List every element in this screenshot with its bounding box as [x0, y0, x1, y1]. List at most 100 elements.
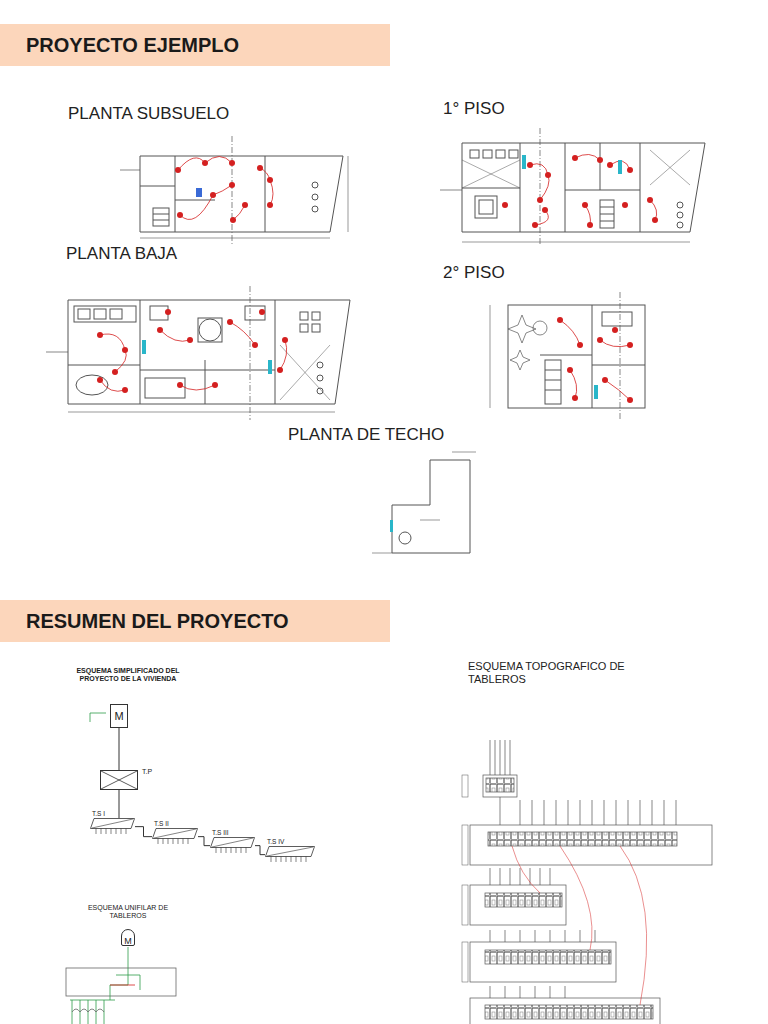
floor-plan-ground-part-part: [252, 342, 258, 348]
floor-plan-basement-part: [153, 208, 169, 226]
circuit-leg: [231, 848, 232, 854]
floor-plan-ground-part: [280, 345, 330, 400]
floor-plan-ground-part: [317, 388, 323, 394]
scheme-title: ESQUEMA UNIFILAR DE TABLEROS: [85, 904, 171, 920]
floor-plan-first-part: [462, 188, 520, 189]
circuit-leg: [126, 829, 127, 835]
floor-plan-ground-part: [198, 318, 222, 342]
floor-plan-basement-part: [312, 194, 318, 200]
floor-plan-first-part: [502, 155, 658, 228]
board-layout-part: [486, 778, 514, 792]
floor-plan-first-part: [530, 154, 657, 225]
floor-plan-first-part: [462, 160, 520, 188]
floor-plan-ground-part: [68, 365, 140, 366]
floor-plan-first-part-part: [537, 197, 543, 203]
board-layout-part: [470, 825, 712, 865]
floor-plan-basement-part: [312, 206, 318, 212]
circuit-leg: [236, 848, 237, 854]
floor-plan-ground-part-part: [122, 347, 128, 353]
board-layout-part: [512, 846, 647, 1005]
floor-plan-basement-part-part: [229, 182, 235, 188]
board-layout-part: [483, 775, 517, 797]
roof-plan-part: [420, 520, 440, 521]
plan-title: 1° PISO: [443, 99, 505, 119]
circuit-leg: [286, 857, 287, 863]
floor-plan-first-part: [600, 221, 614, 222]
floor-plan-first-part: [462, 160, 520, 188]
sub-board-diagonal: [212, 838, 253, 847]
roof-plan: [372, 452, 476, 553]
sub-board-shape: [90, 818, 135, 835]
sub-board-outline: [211, 838, 255, 848]
circuit-leg: [158, 839, 159, 845]
floor-plan-ground-part-part: [165, 309, 171, 315]
board-layout-part: [485, 1005, 653, 1019]
floor-plan-second-part: [545, 380, 561, 381]
circuit-leg: [301, 857, 302, 863]
circuit-leg: [111, 829, 112, 835]
floor-plan-second-part: [510, 350, 530, 370]
floor-plan-second-part-part: [597, 337, 603, 343]
floor-plan-basement-part-part: [230, 217, 236, 223]
floor-plan-first: [440, 128, 705, 246]
connector-line: [135, 827, 152, 837]
board-label: T.S II: [152, 820, 198, 827]
board-label: T.S III: [210, 829, 255, 836]
board-layout-part: [470, 885, 566, 925]
floor-plan-basement-part: [140, 238, 330, 239]
floor-plan-basement-part: [175, 160, 273, 223]
floor-plan-first-part: [462, 143, 705, 232]
floor-plan-first-part: [650, 150, 690, 185]
board-layout-part: [462, 825, 468, 865]
single-line-sketch-part: [72, 1009, 104, 1012]
circuit-leg: [188, 839, 189, 845]
floor-plan-ground-part: [110, 309, 122, 319]
floor-plan-ground-part-part: [97, 377, 103, 383]
floor-plan-ground-part: [312, 324, 320, 332]
floor-plan-ground-part: [245, 306, 265, 320]
sub-board: T.S III: [210, 829, 255, 854]
floor-plan-first-part-part: [597, 157, 603, 163]
plan-title: PLANTA DE TECHO: [288, 425, 444, 445]
floor-plan-first-part-part: [622, 202, 628, 208]
floor-plan-ground-part-part: [122, 387, 128, 393]
floor-plan-first-part: [677, 212, 683, 218]
floor-plan-first-part: [440, 190, 462, 191]
single-line-sketch-part: [110, 985, 135, 986]
board-layout-part: [500, 797, 676, 825]
circuit-leg: [183, 839, 184, 845]
floor-plan-basement-part-part: [242, 202, 248, 208]
floor-plan-basement-part: [265, 156, 266, 232]
floor-plan-basement-part-part: [177, 212, 183, 218]
circuit-leg: [168, 839, 169, 845]
floor-plan-basement-part: [140, 186, 175, 187]
board-layout-part: [490, 868, 550, 885]
meter-feed: [90, 713, 106, 722]
sub-board-diagonal: [154, 829, 196, 838]
floor-plan-first-part: [600, 214, 614, 215]
floor-plan-basement-part-part: [210, 192, 216, 198]
circuit-leg: [276, 857, 277, 863]
floor-plan-first-part: [462, 242, 690, 243]
floor-plan-ground-part-part: [177, 382, 183, 388]
board-layout-part: [462, 885, 468, 925]
floor-plan-ground-part: [74, 306, 136, 322]
floor-plan-ground-part: [300, 312, 308, 320]
single-line-sketch-part: [110, 968, 140, 1000]
floor-plan-second-part: [557, 317, 633, 403]
floor-plan-basement-part: [348, 156, 349, 232]
board-cross-line: [101, 771, 137, 789]
circuit-leg: [221, 848, 222, 854]
floor-plan-basement-part: [153, 214, 169, 215]
floor-plan-basement-part-part: [267, 177, 273, 183]
connector-line: [198, 837, 210, 846]
plan-title: PLANTA BAJA: [66, 244, 177, 264]
floor-plan-first-part-part: [542, 207, 548, 213]
floor-plan-ground-part: [68, 300, 350, 404]
single-line-sketch-part: [128, 947, 129, 968]
floor-plan-ground-part: [300, 324, 308, 332]
floor-plan-ground-part: [145, 378, 185, 398]
board-layout-part: [462, 775, 468, 797]
circuit-leg: [121, 829, 122, 835]
main-board: T.P: [100, 770, 138, 790]
